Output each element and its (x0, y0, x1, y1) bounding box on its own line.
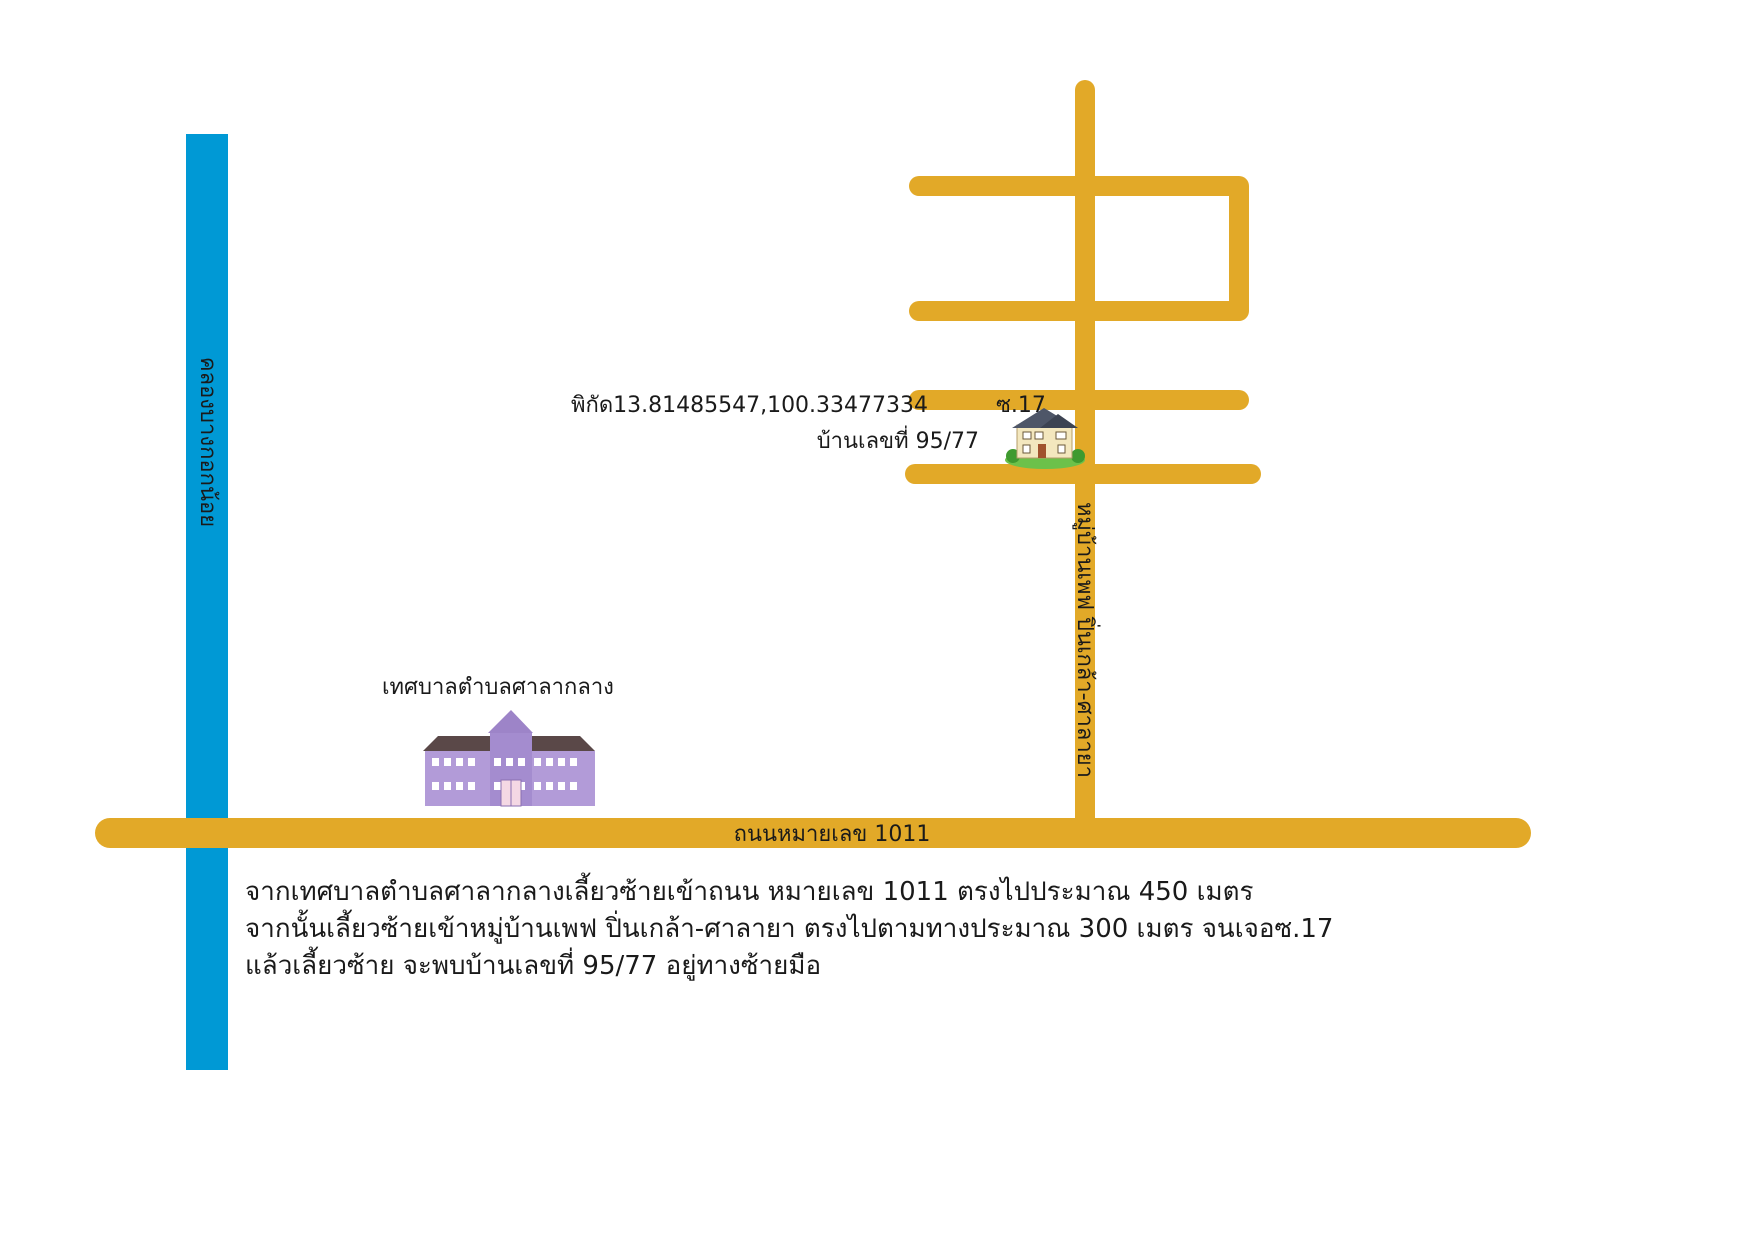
village-road-label: หมู่บ้านเพฟ ปิ่นเกล้า-ศาลายา (1072, 502, 1101, 778)
canal-label: คลองบางกอกน้อย (195, 357, 220, 527)
directions-line-3: แล้วเลี้ยวซ้าย จะพบบ้านเลขที่ 95/77 อยู่… (245, 946, 821, 981)
municipal-building-icon (423, 710, 595, 807)
directions-line-2: จากนั้นเลี้ยวซ้ายเข้าหมู่บ้านเพฟ ปิ่นเกล… (245, 909, 1333, 944)
directions-line-1: จากเทศบาลตำบลศาลากลางเลี้ยวซ้ายเข้าถนน ห… (245, 872, 1254, 907)
landmark-label: เทศบาลตำบลศาลากลาง (382, 675, 614, 700)
loop-road (909, 176, 1249, 321)
coordinates-label: พิกัด13.81485547,100.33477334 (571, 393, 928, 418)
main-road-label: ถนนหมายเลข 1011 (734, 822, 931, 847)
canal (186, 134, 228, 1070)
house-number-label: บ้านเลขที่ 95/77 (817, 425, 979, 454)
house-icon (1005, 408, 1085, 469)
